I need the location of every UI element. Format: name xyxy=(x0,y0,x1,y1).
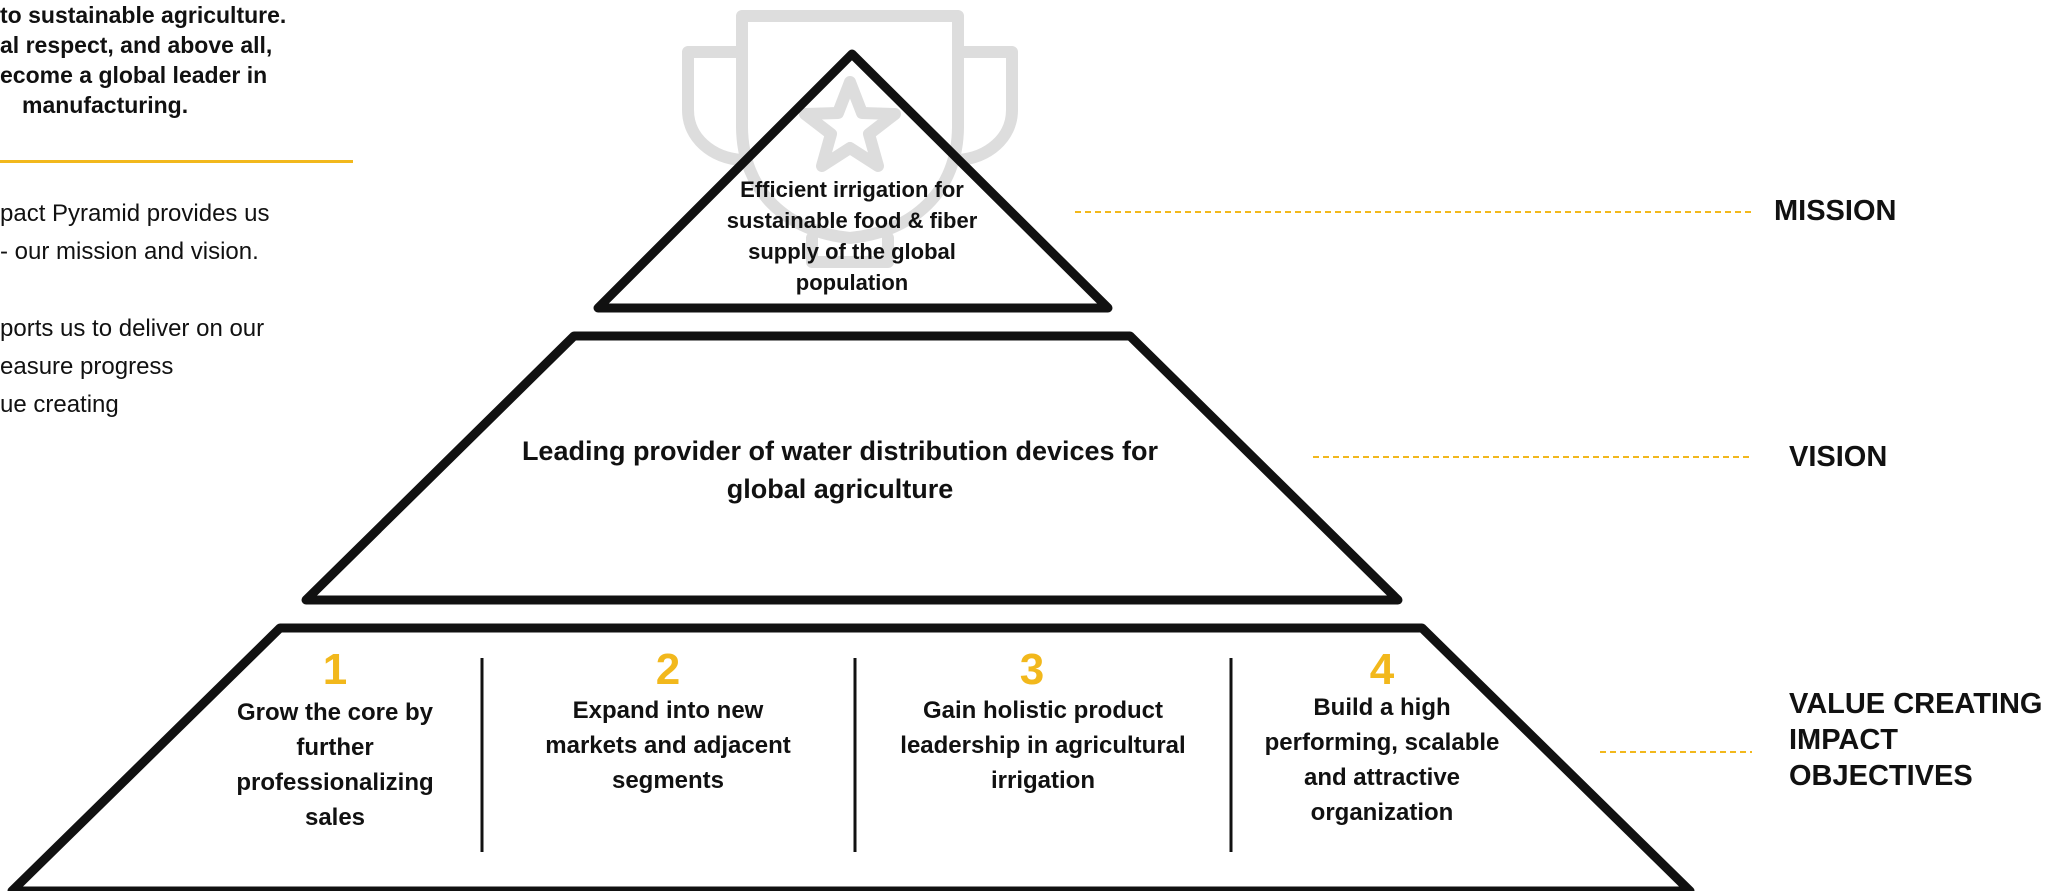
objective-text: Grow the core by further professionalizi… xyxy=(236,699,434,831)
intro-paragraph-2: ports us to deliver on our easure progre… xyxy=(0,310,340,424)
intro-paragraph-1: pact Pyramid provides us - our mission a… xyxy=(0,195,340,271)
objective-number: 1 xyxy=(322,645,348,694)
objectives-label-line: OBJECTIVES xyxy=(1789,760,1973,792)
objectives-label: VALUE CREATING IMPACT OBJECTIVES xyxy=(1789,686,2042,794)
intro-paragraph-line: easure progress xyxy=(0,353,174,380)
objective-text: Gain holistic product leadership in agri… xyxy=(900,697,1186,794)
intro-heading-line: to sustainable agriculture. xyxy=(0,2,287,28)
intro-divider xyxy=(0,160,353,163)
intro-paragraph-line: - our mission and vision. xyxy=(0,238,259,265)
objectives-label-line: IMPACT xyxy=(1789,724,1899,756)
mission-tier xyxy=(593,49,1113,313)
intro-paragraph-line: pact Pyramid provides us xyxy=(0,200,270,227)
objective-number: 2 xyxy=(655,645,681,694)
intro-paragraph-line: ports us to deliver on our xyxy=(0,315,265,342)
vision-tier xyxy=(301,331,1403,605)
intro-heading-line: al respect, and above all, xyxy=(0,32,273,58)
intro-paragraph-line: ue creating xyxy=(0,391,119,418)
objective-text: Expand into new markets and adjacent seg… xyxy=(545,697,791,794)
objectives-label-line: VALUE CREATING xyxy=(1789,688,2043,720)
objective-number: 4 xyxy=(1369,645,1395,694)
vision-text: Leading provider of water distribution d… xyxy=(521,436,1159,504)
vision-label: VISION xyxy=(1789,441,1888,473)
objective-text: Build a high performing, scalable and at… xyxy=(1264,694,1500,826)
mission-label: MISSION xyxy=(1774,195,1897,227)
intro-heading-line: manufacturing. xyxy=(22,92,189,118)
intro-heading: to sustainable agriculture. al respect, … xyxy=(0,0,360,120)
intro-heading-line: ecome a global leader in xyxy=(0,62,268,88)
objective-number: 3 xyxy=(1019,645,1045,694)
mission-text: Efficient irrigation for sustainable foo… xyxy=(726,177,978,295)
objectives-tier xyxy=(7,623,1695,891)
trophy-star-icon xyxy=(682,10,1018,268)
